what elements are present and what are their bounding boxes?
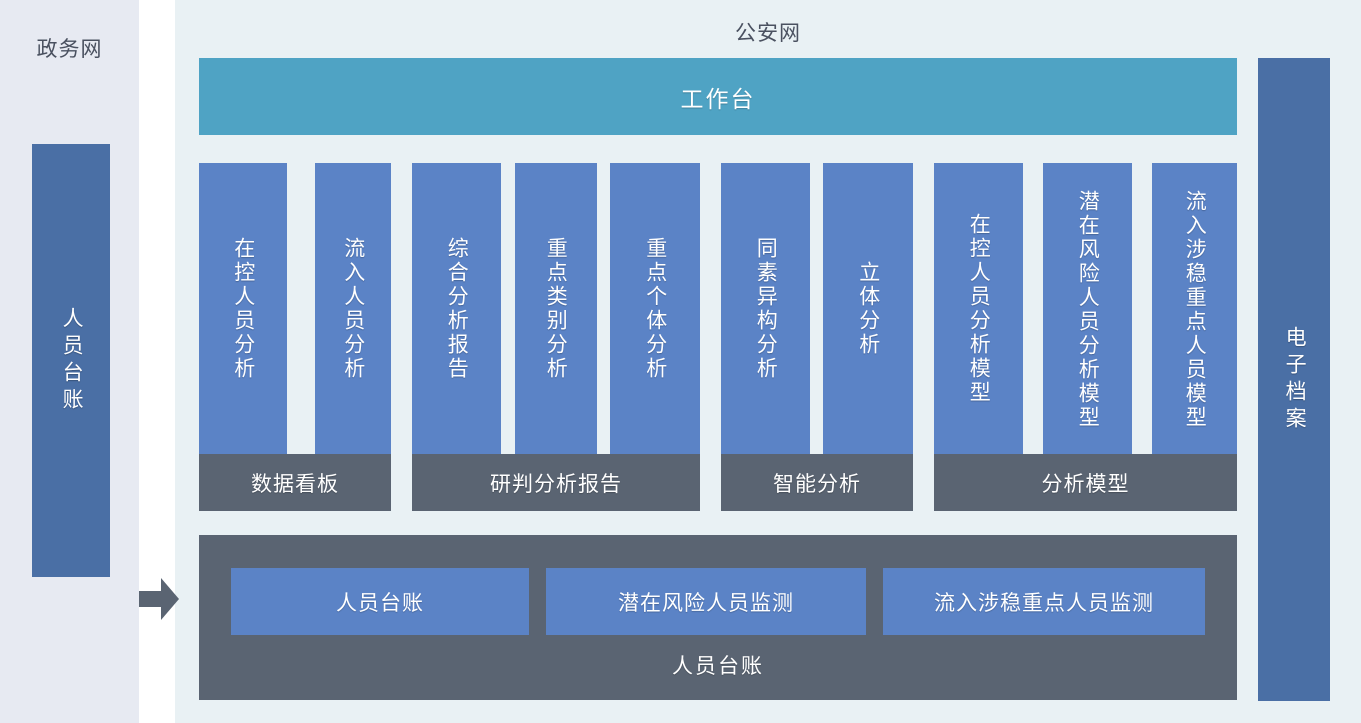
ledger-tile-label: 潜在风险人员监测 xyxy=(618,591,794,615)
capability-column[interactable]: 重点个体分析 xyxy=(610,163,700,455)
arrow-right-icon xyxy=(139,578,179,620)
capability-group-footer[interactable]: 分析模型 xyxy=(934,454,1237,511)
ledger-tile-label: 流入涉稳重点人员监测 xyxy=(934,591,1154,615)
capability-column-label: 在控人员分析模型 xyxy=(967,213,991,405)
capability-column-label: 流入涉稳重点人员模型 xyxy=(1183,190,1207,430)
workbench-label: 工作台 xyxy=(680,85,756,112)
capability-group-intelligent-analysis: 同素异构分析 立体分析 智能分析 xyxy=(721,163,913,511)
capability-column[interactable]: 流入涉稳重点人员模型 xyxy=(1152,163,1237,457)
capability-column[interactable]: 在控人员分析 xyxy=(199,163,287,455)
capability-group-footer[interactable]: 智能分析 xyxy=(721,454,913,511)
ledger-tile[interactable]: 潜在风险人员监测 xyxy=(546,568,866,635)
capability-column[interactable]: 同素异构分析 xyxy=(721,163,810,455)
capability-group-columns: 在控人员分析 流入人员分析 xyxy=(199,163,391,455)
personnel-ledger-panel: 人员台账 潜在风险人员监测 流入涉稳重点人员监测 人员台账 xyxy=(199,535,1237,700)
capability-column-label: 重点个体分析 xyxy=(643,237,667,381)
capability-column[interactable]: 重点类别分析 xyxy=(514,163,597,455)
capability-group-footer-label: 数据看板 xyxy=(251,472,339,496)
capability-column[interactable]: 立体分析 xyxy=(823,163,913,455)
capability-column-label: 重点类别分析 xyxy=(544,237,568,381)
capability-column-label: 综合分析报告 xyxy=(445,237,469,381)
workbench-banner[interactable]: 工作台 xyxy=(199,58,1237,135)
ledger-tile[interactable]: 流入涉稳重点人员监测 xyxy=(883,568,1205,635)
personnel-ledger-caption: 人员台账 xyxy=(672,655,764,678)
capability-group-analysis-model: 在控人员分析模型 潜在风险人员分析模型 流入涉稳重点人员模型 分析模型 xyxy=(934,163,1237,511)
side-bar-electronic-archive-label: 电子档案 xyxy=(1283,325,1307,434)
capability-group-analysis-report: 综合分析报告 重点类别分析 重点个体分析 研判分析报告 xyxy=(412,163,700,511)
side-bar-personnel-ledger-label: 人员台账 xyxy=(60,306,84,415)
capability-group-columns: 在控人员分析模型 潜在风险人员分析模型 流入涉稳重点人员模型 xyxy=(934,163,1237,457)
zone-title-government-network: 政务网 xyxy=(36,38,103,61)
capability-group-data-dashboard: 在控人员分析 流入人员分析 数据看板 xyxy=(199,163,391,511)
capability-column[interactable]: 综合分析报告 xyxy=(412,163,501,455)
personnel-ledger-tiles: 人员台账 潜在风险人员监测 流入涉稳重点人员监测 xyxy=(231,568,1205,635)
capability-column-label: 流入人员分析 xyxy=(341,237,365,381)
ledger-tile-label: 人员台账 xyxy=(336,591,424,615)
capability-column[interactable]: 潜在风险人员分析模型 xyxy=(1043,163,1132,457)
capability-column-label: 立体分析 xyxy=(856,261,880,357)
side-bar-electronic-archive[interactable]: 电子档案 xyxy=(1258,58,1330,701)
capability-column-label: 在控人员分析 xyxy=(231,237,255,381)
side-bar-personnel-ledger[interactable]: 人员台账 xyxy=(32,144,110,577)
capability-group-footer[interactable]: 数据看板 xyxy=(199,454,391,511)
ledger-tile[interactable]: 人员台账 xyxy=(231,568,529,635)
capability-group-columns: 同素异构分析 立体分析 xyxy=(721,163,913,455)
capability-group-footer-label: 智能分析 xyxy=(773,472,861,496)
capability-column[interactable]: 在控人员分析模型 xyxy=(934,163,1023,455)
capability-group-columns: 综合分析报告 重点类别分析 重点个体分析 xyxy=(412,163,700,455)
capability-group-footer[interactable]: 研判分析报告 xyxy=(412,454,700,511)
capability-group-footer-label: 研判分析报告 xyxy=(490,472,622,496)
capability-group-footer-label: 分析模型 xyxy=(1041,472,1130,496)
capability-column-label: 潜在风险人员分析模型 xyxy=(1076,190,1100,430)
capability-column-label: 同素异构分析 xyxy=(754,237,778,381)
zone-title-public-security-network: 公安网 xyxy=(735,22,801,45)
capability-column[interactable]: 流入人员分析 xyxy=(315,163,391,455)
